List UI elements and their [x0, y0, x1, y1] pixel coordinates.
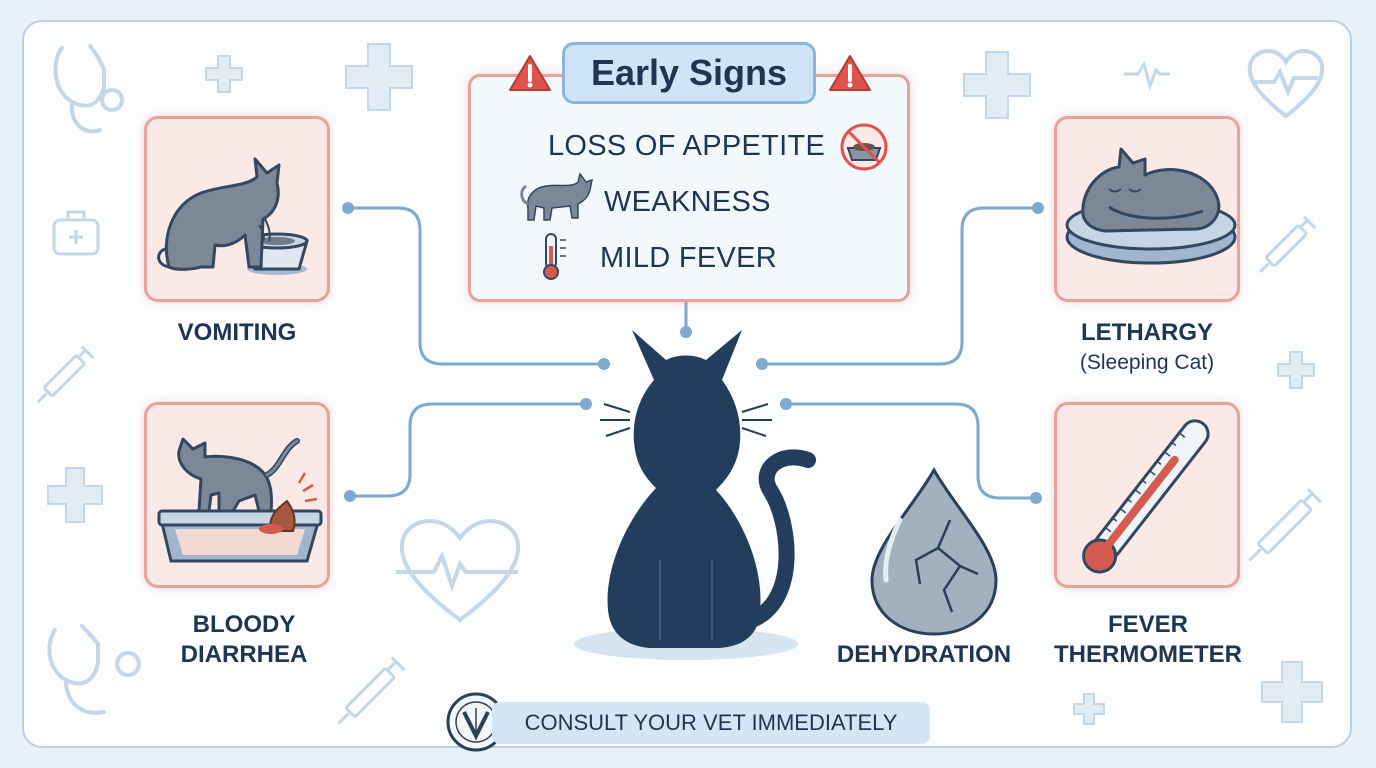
litter-box-cat-icon — [157, 437, 323, 563]
central-cat-silhouette — [574, 330, 816, 660]
heart-icon — [396, 519, 521, 623]
dehydration-label: DEHYDRATION — [836, 641, 1012, 668]
bloody-diarrhea-card — [144, 402, 330, 588]
cracked-droplet-icon — [870, 466, 998, 636]
early-signs-title: Early Signs — [562, 42, 816, 104]
bloody-diarrhea-line1: BLOODY — [192, 611, 296, 638]
vomiting-label: VOMITING — [177, 319, 297, 346]
early-sign-mild-fever: MILD FEVER — [600, 242, 778, 274]
vomiting-card — [144, 116, 330, 302]
thermometer-icon — [1082, 419, 1210, 574]
heartbeat-icon — [1124, 60, 1170, 91]
vomiting-cat-icon — [157, 157, 309, 275]
early-sign-loss-of-appetite: LOSS OF APPETITE — [548, 130, 826, 162]
vet-badge-icon — [446, 692, 506, 752]
consult-vet-banner: CONSULT YOUR VET IMMEDIATELY — [492, 702, 930, 744]
lethargy-label: LETHARGY (Sleeping Cat) — [1040, 318, 1254, 378]
lethargy-title: LETHARGY — [1081, 319, 1213, 346]
lethargy-subtitle: (Sleeping Cat) — [1079, 351, 1215, 374]
stethoscope-icon — [53, 44, 124, 134]
connector-lines — [348, 206, 1038, 500]
fever-line2: THERMOMETER — [1054, 641, 1242, 668]
bloody-diarrhea-label: BLOODY DIARRHEA — [144, 610, 344, 670]
sleeping-cat-icon — [1065, 147, 1237, 265]
lethargy-card — [1054, 116, 1240, 302]
bloody-diarrhea-line2: DIARRHEA — [180, 641, 308, 668]
fever-card — [1054, 402, 1240, 588]
stethoscope-icon — [47, 624, 141, 715]
heart-icon — [1247, 49, 1325, 119]
connector-dots — [342, 202, 1044, 504]
first-aid-kit-icon — [52, 210, 100, 256]
fever-line1: FEVER — [1107, 611, 1188, 638]
fever-label: FEVER THERMOMETER — [1030, 610, 1266, 670]
plus-icon — [47, 43, 1323, 725]
early-sign-weakness: WEAKNESS — [604, 186, 771, 218]
syringe-icon — [37, 215, 1322, 725]
